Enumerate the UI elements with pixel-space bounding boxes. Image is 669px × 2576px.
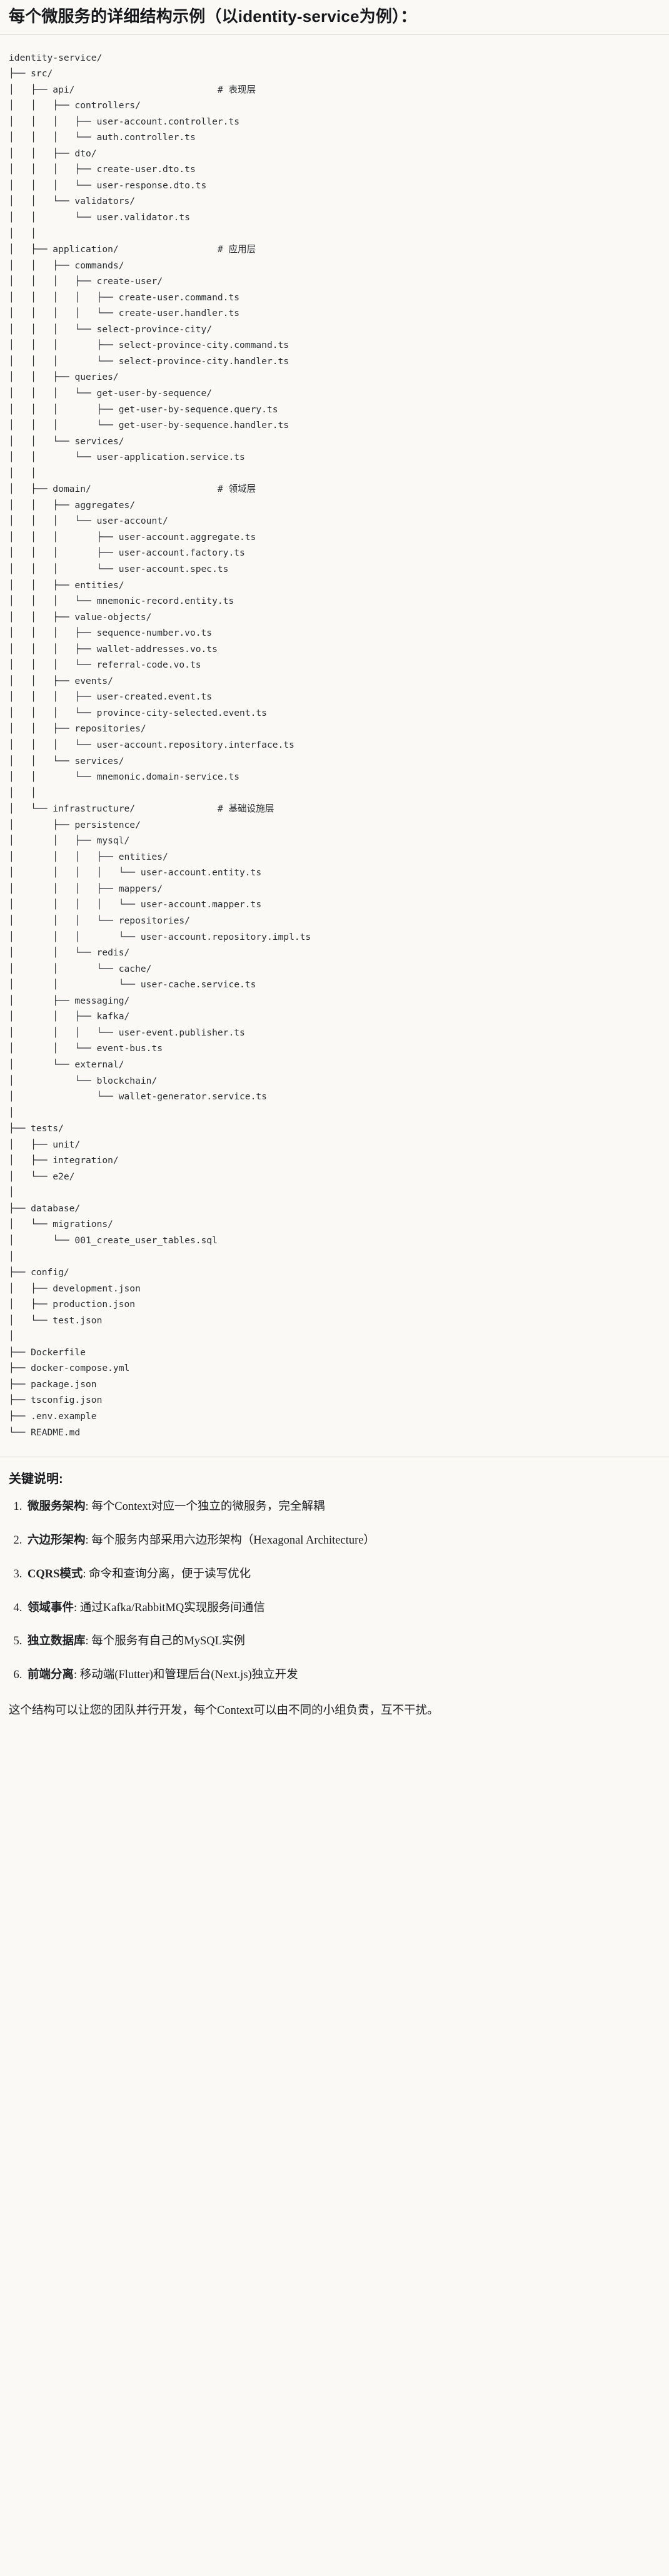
key-points-section: 关键说明: 微服务架构: 每个Context对应一个独立的微服务，完全解耦 六边… xyxy=(0,1457,669,1736)
key-point-separator: : xyxy=(74,1669,78,1682)
key-point-description: 命令和查询分离，便于读写优化 xyxy=(89,1567,251,1581)
key-points-list: 微服务架构: 每个Context对应一个独立的微服务，完全解耦 六边形架构: 每… xyxy=(9,1499,660,1684)
key-point-term: 前端分离 xyxy=(28,1669,74,1682)
list-item: 独立数据库: 每个服务有自己的MySQL实例 xyxy=(25,1633,660,1650)
directory-tree: identity-service/ ├── src/ │ ├── api/ # … xyxy=(9,52,311,1438)
key-point-description: 每个Context对应一个独立的微服务，完全解耦 xyxy=(91,1500,325,1514)
list-item: 领域事件: 通过Kafka/RabbitMQ实现服务间通信 xyxy=(25,1600,660,1617)
key-point-term: 六边形架构 xyxy=(28,1534,86,1547)
key-point-term: 微服务架构 xyxy=(28,1500,86,1514)
list-item: 前端分离: 移动端(Flutter)和管理后台(Next.js)独立开发 xyxy=(25,1667,660,1684)
list-item: CQRS模式: 命令和查询分离，便于读写优化 xyxy=(25,1566,660,1583)
key-point-separator: : xyxy=(85,1534,89,1547)
page-root: 每个微服务的详细结构示例（以identity-service为例）： ident… xyxy=(0,0,669,1736)
key-point-description: 通过Kafka/RabbitMQ实现服务间通信 xyxy=(79,1601,265,1614)
key-point-separator: : xyxy=(85,1635,89,1648)
key-point-separator: : xyxy=(83,1567,86,1581)
key-points-heading: 关键说明: xyxy=(9,1472,63,1487)
list-item: 微服务架构: 每个Context对应一个独立的微服务，完全解耦 xyxy=(25,1499,660,1515)
key-point-term: 独立数据库 xyxy=(28,1635,86,1648)
key-point-separator: : xyxy=(85,1500,89,1514)
page-title: 每个微服务的详细结构示例（以identity-service为例）： xyxy=(9,7,417,26)
key-point-description: 每个服务有自己的MySQL实例 xyxy=(91,1635,245,1648)
directory-tree-block: identity-service/ ├── src/ │ ├── api/ # … xyxy=(0,34,669,1457)
divider-top xyxy=(0,34,669,35)
closing-paragraph: 这个结构可以让您的团队并行开发，每个Context可以由不同的小组负责，互不干扰… xyxy=(9,1704,439,1717)
key-point-term: 领域事件 xyxy=(28,1601,74,1614)
key-point-description: 每个服务内部采用六边形架构（Hexagonal Architecture） xyxy=(91,1534,375,1547)
list-item: 六边形架构: 每个服务内部采用六边形架构（Hexagonal Architect… xyxy=(25,1532,660,1549)
key-point-separator: : xyxy=(74,1601,78,1614)
key-point-description: 移动端(Flutter)和管理后台(Next.js)独立开发 xyxy=(79,1669,298,1682)
key-point-term: CQRS模式 xyxy=(28,1567,83,1581)
